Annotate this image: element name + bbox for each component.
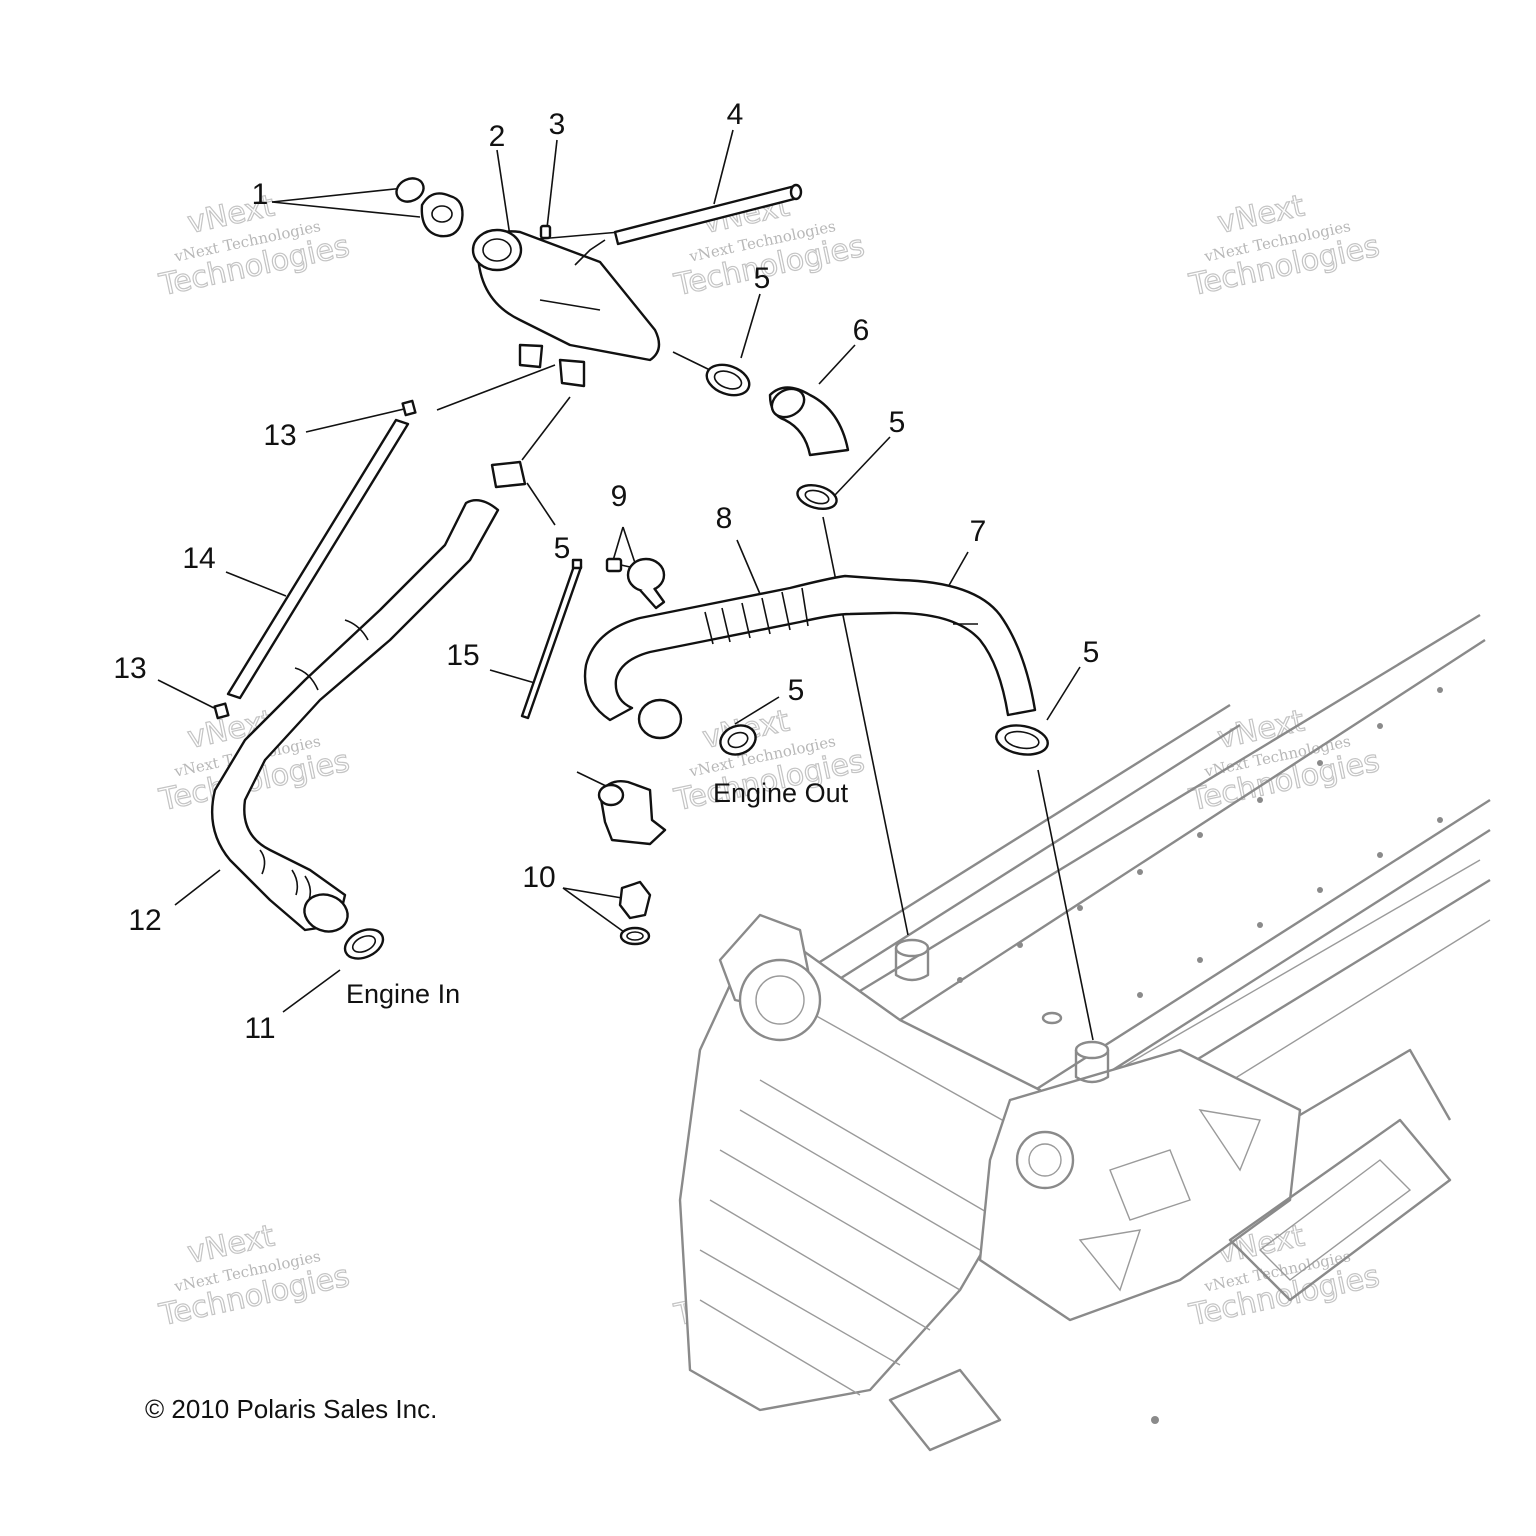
part-label-5-right: 5 [1083, 636, 1100, 669]
part-label-1: 1 [252, 178, 269, 211]
part-9-p-clamp [605, 557, 666, 610]
watermark: vNext vNext Technologies Technologies [155, 1218, 353, 1334]
engine-out-callout: Engine Out [713, 778, 849, 808]
part-label-11: 11 [244, 1012, 275, 1045]
rear-subframe [1228, 1118, 1452, 1302]
part-label-2: 2 [489, 120, 506, 153]
part-label-7: 7 [970, 515, 987, 548]
bulkhead-plate [978, 1048, 1302, 1322]
part-5-clamp [796, 483, 838, 511]
part-5-clamp [995, 724, 1049, 756]
chassis-frame [678, 613, 1491, 1452]
bulkhead-cutout [1078, 1229, 1142, 1292]
part-label-5-top: 5 [754, 262, 771, 295]
frame-rail [1199, 919, 1491, 1101]
frame-rivets [957, 687, 1443, 998]
part-4-vent-tube [613, 183, 803, 246]
watermark: vNext vNext Technologies Technologies [1185, 703, 1383, 819]
part-label-13-bottom: 13 [113, 652, 146, 685]
bulkhead-cutout [1198, 1109, 1261, 1172]
part-5-clamp [705, 363, 751, 397]
part-6-elbow-hose [768, 386, 850, 457]
heat-exchanger-fin [699, 1249, 901, 1366]
frame-rail [829, 723, 1241, 987]
part-10-thermostat [618, 880, 652, 946]
part-label-5-bottle: 5 [554, 532, 571, 565]
part-14-vent-tube [226, 418, 410, 700]
frame-rail [1049, 828, 1491, 1112]
part-number-labels: 1 2 3 4 5 6 5 13 5 9 8 7 14 13 15 5 5 10… [113, 98, 1099, 1045]
bulkhead-hole [1015, 1130, 1075, 1190]
mount-post [1074, 1050, 1110, 1084]
frame-rail [814, 703, 1231, 967]
thermostat-housing [597, 779, 667, 846]
watermark: vNext vNext Technologies Technologies [155, 188, 353, 304]
rear-subframe-arm [1299, 1048, 1452, 1121]
copyright-notice: © 2010 Polaris Sales Inc. [145, 1394, 437, 1424]
frame-rail [844, 613, 1481, 1002]
heat-exchanger-fin [739, 1109, 981, 1251]
part-5-clamp [490, 460, 527, 489]
lower-bracket [888, 1368, 1002, 1452]
frame-rail [1099, 859, 1481, 1081]
part-label-6: 6 [853, 314, 870, 347]
mount-post [894, 948, 930, 982]
part-label-14: 14 [182, 542, 215, 575]
part-13-fitting [401, 399, 417, 417]
part-label-5-elbow: 5 [889, 406, 906, 439]
part-label-13-top: 13 [263, 419, 296, 452]
part-label-3: 3 [549, 108, 566, 141]
heat-exchanger-fin [759, 1079, 1001, 1221]
part-label-5-engine-out: 5 [788, 674, 805, 707]
frame-boss [738, 958, 822, 1042]
mount-post [894, 938, 930, 958]
part-5-clamp [719, 724, 757, 756]
engine-in-callout: Engine In [346, 979, 460, 1009]
part-1-cap-oring [395, 177, 464, 238]
heat-exchanger-fin [719, 1149, 961, 1291]
part-2-coolant-bottle [471, 228, 661, 388]
part-15-cable-tie [520, 558, 583, 720]
part-label-10: 10 [522, 861, 555, 894]
frame-rail [899, 638, 1486, 1022]
part-label-8: 8 [716, 502, 733, 535]
mount-post [1074, 1040, 1110, 1060]
heat-exchanger-fin [709, 1199, 931, 1331]
rear-subframe-inner [1258, 1159, 1412, 1281]
frame-rail [1179, 878, 1491, 1072]
bulkhead-hole-inner [1028, 1143, 1062, 1177]
frame-boss-inner [755, 975, 805, 1025]
part-label-4: 4 [727, 98, 744, 131]
part-label-12: 12 [128, 904, 161, 937]
watermark: vNext vNext Technologies Technologies [1185, 188, 1383, 304]
part-12-lower-hose [211, 499, 500, 933]
frame-hole [1041, 1011, 1063, 1025]
bulkhead-cutout [1109, 1149, 1191, 1221]
part-11-clamp [343, 928, 385, 960]
part-3-screw [539, 224, 552, 240]
part-label-15: 15 [446, 639, 479, 672]
frame-rail [1034, 798, 1491, 1092]
part-label-9: 9 [611, 480, 628, 513]
part-13-fitting [213, 702, 230, 720]
frame-dot [1151, 1416, 1159, 1424]
heat-exchanger-fin [699, 1299, 861, 1396]
part-7-8-upper-hose [583, 574, 1037, 740]
